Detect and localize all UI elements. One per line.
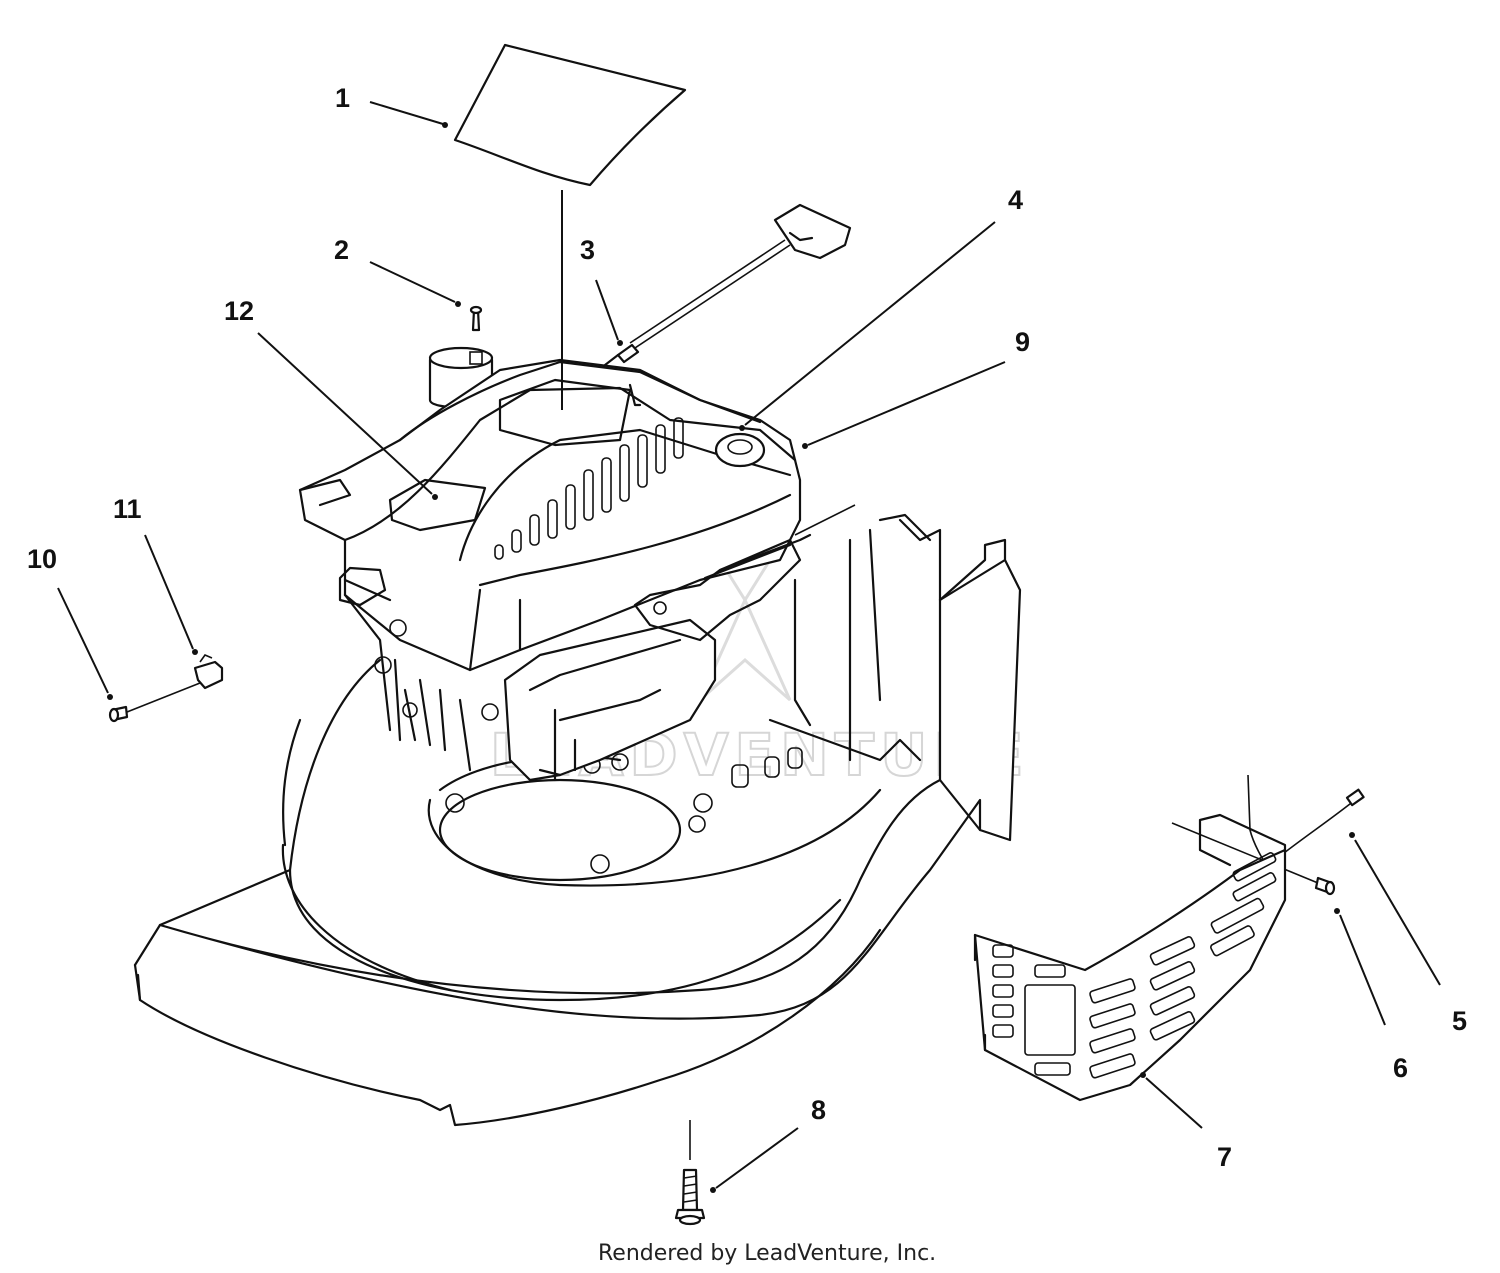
callout-3: 3 [580, 235, 595, 265]
footer-credit: Rendered by LeadVenture, Inc. [598, 1241, 936, 1266]
callout-labels: 1 2 3 4 5 6 7 8 9 10 11 12 [27, 83, 1467, 1172]
part-2-screw [469, 305, 483, 365]
callout-8: 8 [811, 1095, 826, 1125]
part-10-screw [108, 682, 201, 723]
callout-2: 2 [334, 235, 349, 265]
part-8-bolt [674, 1120, 706, 1226]
callout-9: 9 [1015, 327, 1030, 357]
part-1-decal [453, 43, 687, 410]
callout-10: 10 [27, 544, 57, 574]
callout-7: 7 [1217, 1142, 1232, 1172]
part-3-starter-handle [603, 203, 852, 407]
callout-4: 4 [1008, 185, 1023, 215]
shroud-vents [494, 417, 684, 560]
callout-5: 5 [1452, 1006, 1467, 1036]
callout-1: 1 [335, 83, 350, 113]
part-6-screw [1171, 822, 1336, 896]
callout-12: 12 [224, 296, 254, 326]
callout-6: 6 [1393, 1053, 1408, 1083]
part-11-clip [193, 654, 224, 690]
part-7-guard [973, 813, 1287, 1102]
callout-11: 11 [113, 494, 142, 524]
engine [298, 346, 856, 782]
leader-lines [57, 101, 1441, 1193]
